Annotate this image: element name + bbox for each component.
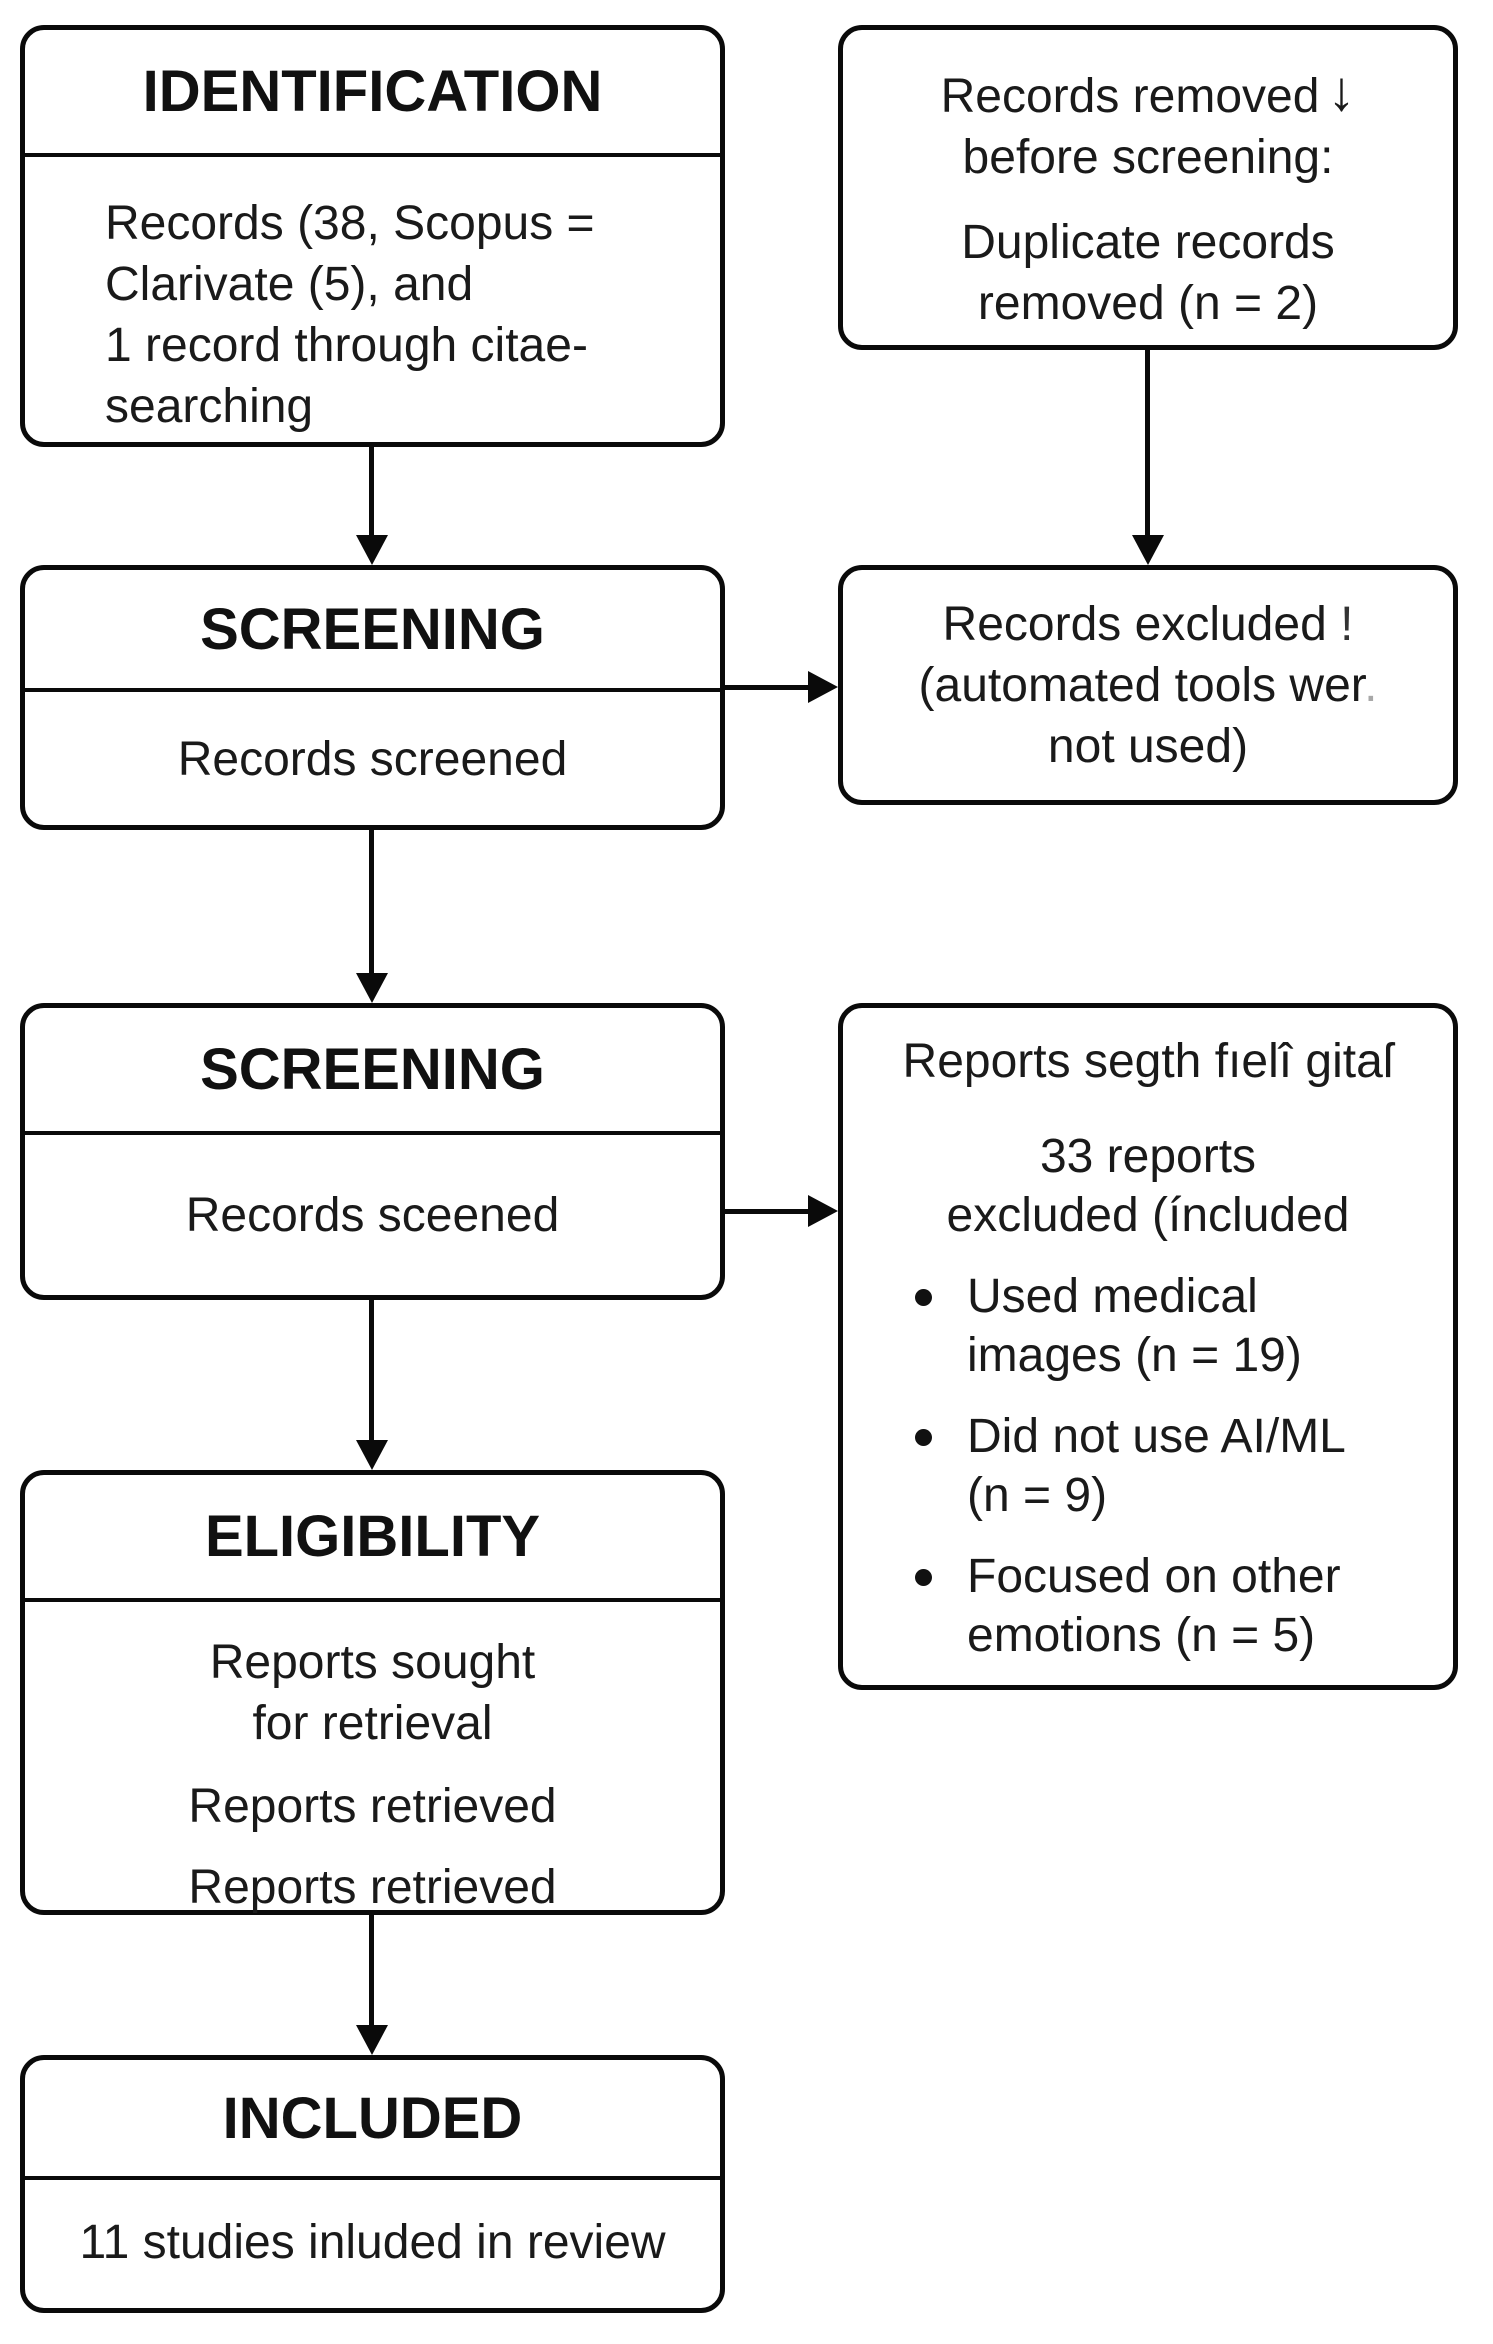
list-item: Used medical images (n = 19) — [915, 1267, 1439, 1385]
records-excluded-line: not used) — [1047, 720, 1249, 773]
arrow-line — [369, 1913, 374, 2027]
screening-1-body: Records screened — [177, 732, 568, 786]
bullet-text: (n = 9) — [967, 1469, 1108, 1522]
records-removed-line: removed (n = 2) — [977, 277, 1319, 330]
arrowhead-down-icon — [356, 973, 388, 1003]
arrow-line — [722, 685, 810, 690]
reports-excluded-count-line: excluded (íncluded — [946, 1189, 1350, 1242]
bullet-text: Did not use AI/ML — [967, 1410, 1346, 1463]
records-excluded-line: Records excluded ! — [843, 594, 1453, 655]
eligibility-line: Reports retrieved — [188, 1861, 557, 1914]
arrowhead-right-icon — [808, 671, 838, 703]
bullet-text: emotions (n = 5) — [967, 1609, 1316, 1662]
arrowhead-right-icon — [808, 1195, 838, 1227]
identification-line: Clarivate (5), and — [105, 258, 474, 311]
records-removed-line: before screening: — [962, 131, 1334, 184]
bullet-icon — [915, 1289, 932, 1306]
identification-box: IDENTIFICATION Records (38, Scopus = Cla… — [20, 25, 725, 447]
bullet-icon — [915, 1569, 932, 1586]
records-excluded-box: Records excluded ! (automated tools wer.… — [838, 565, 1458, 805]
faint-period-mark: . — [1364, 659, 1378, 712]
exclusion-reasons-list: Used medical images (n = 19) Did not use… — [857, 1267, 1439, 1665]
arrow-line — [369, 828, 374, 975]
down-arrow-icon: ↓ — [1327, 59, 1356, 122]
arrowhead-down-icon — [356, 2025, 388, 2055]
screening-1-header: SCREENING — [25, 570, 720, 692]
bullet-text: Used medical — [967, 1270, 1258, 1323]
screening-box-2: SCREENING Records sceened — [20, 1003, 725, 1300]
identification-line: Records (38, Scopus = — [105, 197, 595, 250]
eligibility-box: ELIGIBILITY Reports sought for retrieval… — [20, 1470, 725, 1915]
list-item: Did not use AI/ML (n = 9) — [915, 1407, 1439, 1525]
screening-2-body: Records sceened — [185, 1188, 560, 1242]
included-header: INCLUDED — [25, 2060, 720, 2180]
arrowhead-down-icon — [356, 1440, 388, 1470]
reports-excluded-title: Reports segth fıelî gitaſ — [902, 1035, 1394, 1088]
eligibility-header: ELIGIBILITY — [25, 1475, 720, 1602]
records-excluded-text: Records excluded — [942, 598, 1327, 651]
arrow-line — [722, 1209, 810, 1214]
screening-box-1: SCREENING Records screened — [20, 565, 725, 830]
arrow-line — [369, 445, 374, 537]
records-excluded-line: (automated tools wer. — [843, 655, 1453, 716]
faint-exclamation-mark: ! — [1340, 598, 1354, 651]
list-item: Focused on other emotions (n = 5) — [915, 1547, 1439, 1665]
records-excluded-text: (automated tools wer — [918, 659, 1365, 712]
eligibility-line: Reports sought — [209, 1636, 536, 1689]
arrowhead-down-icon — [356, 535, 388, 565]
bullet-text: Focused on other — [967, 1550, 1341, 1603]
reports-excluded-count-line: 33 reports — [1039, 1130, 1257, 1183]
identification-header: IDENTIFICATION — [25, 30, 720, 157]
records-removed-body: Records removed↓ before screening: Dupli… — [843, 30, 1453, 334]
records-removed-text: Records removed — [940, 70, 1320, 123]
records-removed-line: Records removed↓ — [843, 59, 1453, 127]
reports-excluded-box: Reports segth fıelî gitaſ 33 reports exc… — [838, 1003, 1458, 1690]
arrow-line — [1145, 348, 1150, 537]
eligibility-body: Reports sought for retrieval Reports ret… — [25, 1602, 720, 1918]
screening-2-header: SCREENING — [25, 1008, 720, 1135]
eligibility-line: for retrieval — [252, 1697, 493, 1750]
reports-excluded-body: Reports segth fıelî gitaſ 33 reports exc… — [843, 1008, 1453, 1665]
arrow-line — [369, 1298, 374, 1442]
records-removed-line: Duplicate records — [961, 216, 1335, 269]
identification-line: 1 record through citae- — [105, 319, 588, 372]
identification-line: searching — [105, 380, 314, 433]
records-removed-box: Records removed↓ before screening: Dupli… — [838, 25, 1458, 350]
records-excluded-body: Records excluded ! (automated tools wer.… — [843, 570, 1453, 777]
included-box: INCLUDED 11 studies inluded in review — [20, 2055, 725, 2313]
included-body: 11 studies inluded in review — [79, 2216, 666, 2269]
identification-body: Records (38, Scopus = Clarivate (5), and… — [25, 157, 720, 437]
eligibility-line: Reports retrieved — [188, 1780, 557, 1833]
bullet-text: images (n = 19) — [967, 1329, 1302, 1382]
arrowhead-down-icon — [1132, 535, 1164, 565]
bullet-icon — [915, 1429, 932, 1446]
